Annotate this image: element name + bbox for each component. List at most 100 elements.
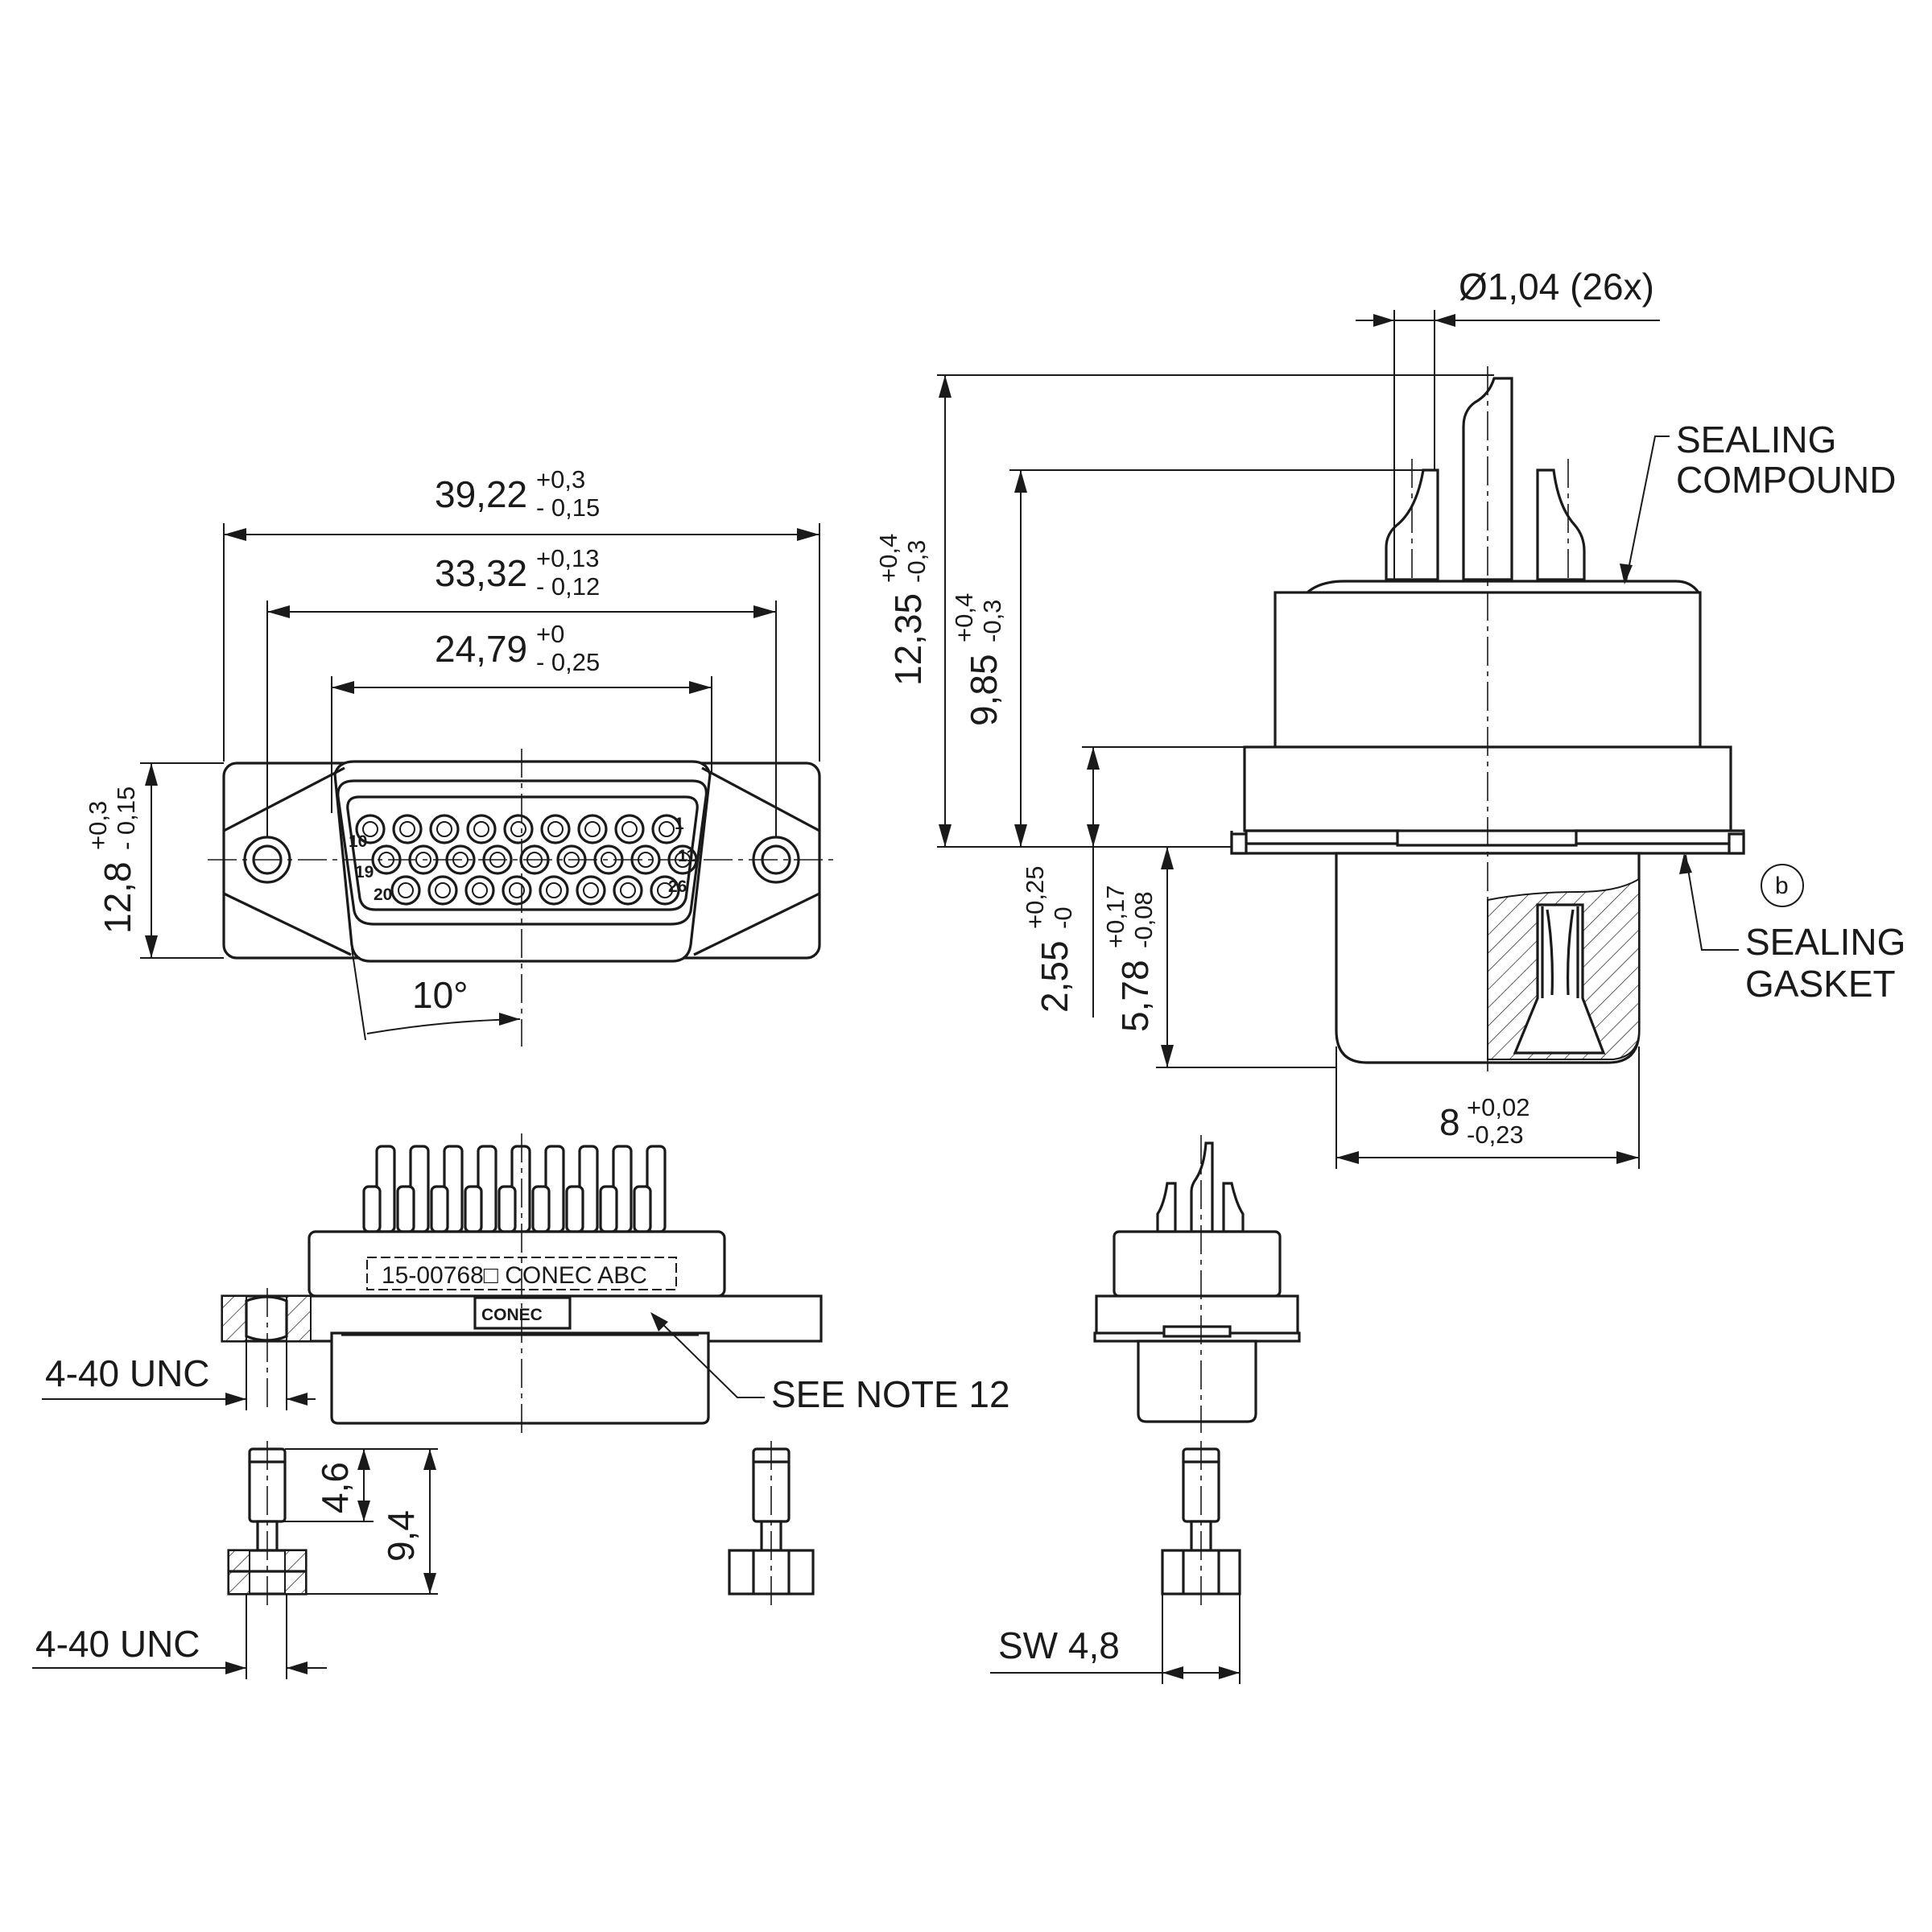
sealing-compound-label-2: COMPOUND: [1676, 459, 1896, 501]
pin-socket-inner: [621, 821, 638, 837]
dim-9-85-tol-plus: +0,4: [950, 593, 978, 642]
wrench-size-label: SW 4,8: [998, 1624, 1120, 1666]
dim-5-78-tol-plus: +0,17: [1101, 886, 1129, 948]
pin-socket: [613, 875, 643, 906]
pin-socket: [355, 814, 386, 844]
marking-text: 15-00768□ CONEC ABC: [382, 1262, 647, 1289]
pin-socket: [577, 814, 608, 844]
pin-socket-inner: [584, 821, 601, 837]
thread-label-bottom: 4-40 UNC: [35, 1623, 200, 1665]
standoff-wrench: SW 4,8: [990, 1441, 1241, 1684]
pin-socket-inner: [658, 821, 675, 837]
dim-2-55-value: 2,55: [1034, 940, 1075, 1013]
pin-socket-inner: [657, 882, 673, 898]
dim-39-tol-plus: +0,3: [536, 465, 585, 493]
dim-5-78-value: 5,78: [1114, 960, 1156, 1032]
dim-8-tol-plus: +0,02: [1467, 1093, 1530, 1121]
small-side-view: [1093, 1135, 1301, 1433]
sealing-gasket-label-2: GASKET: [1745, 963, 1896, 1005]
pin-socket-inner: [362, 821, 378, 837]
dim-12-35-tol-plus: +0,4: [874, 534, 902, 583]
pin-socket: [466, 814, 497, 844]
pin-socket: [539, 875, 569, 906]
dim-8-value: 8: [1439, 1101, 1460, 1143]
dim-33-tol-minus: - 0,12: [536, 572, 600, 601]
dim-39-tol-minus: - 0,15: [536, 493, 600, 522]
dim-39-value: 39,22: [435, 473, 527, 515]
see-note-label: SEE NOTE 12: [771, 1373, 1010, 1415]
pin-socket-inner: [399, 821, 415, 837]
pin-label-26: 26: [668, 877, 687, 896]
pin-socket: [390, 875, 421, 906]
bottom-side-view: 15-00768□ CONEC ABC CONEC 4-40 UNC SEE N…: [42, 1133, 1010, 1433]
pin-socket-inner: [547, 821, 564, 837]
pin-socket-inner: [398, 882, 414, 898]
dim-2-55-tol-minus: -0: [1049, 906, 1077, 929]
pin-socket: [392, 814, 423, 844]
sealing-compound-label-1: SEALING: [1676, 419, 1836, 460]
pin-diameter-label: Ø1,04 (26x): [1459, 266, 1654, 308]
pin-socket-inner: [546, 882, 562, 898]
pin-label-1: 1: [675, 815, 684, 833]
pin-label-20: 20: [374, 886, 392, 904]
pin-socket-inner: [473, 821, 489, 837]
dim-9-85-tol-minus: -0,3: [978, 600, 1006, 642]
dim-9-4-value: 9,4: [380, 1510, 422, 1562]
dim-12-35-tol-minus: -0,3: [902, 540, 931, 583]
pin-socket: [576, 875, 606, 906]
pin-socket: [651, 814, 682, 844]
pin-socket-inner: [436, 821, 452, 837]
pin-label-11: 11: [678, 847, 696, 865]
pin-socket: [427, 875, 458, 906]
pin-right: [1536, 469, 1586, 581]
callout-b-marker: [1761, 864, 1804, 907]
pin-socket-inner: [435, 882, 451, 898]
pin-short: [430, 1185, 449, 1233]
dim-24-value: 24,79: [435, 628, 527, 670]
pin-socket: [614, 814, 645, 844]
pin-short: [396, 1185, 415, 1233]
front-shell-inner: [336, 779, 708, 926]
pin-socket-inner: [472, 882, 488, 898]
standoff-sectioned: 4,6 9,4 4-40 UNC: [32, 1441, 438, 1679]
pin-label-10: 10: [349, 832, 367, 851]
logo-text: CONEC: [481, 1306, 543, 1324]
standoff-plain: [728, 1441, 815, 1610]
sealing-gasket-label-1: SEALING: [1745, 921, 1905, 963]
pin-short: [464, 1185, 483, 1233]
pin-short: [599, 1185, 618, 1233]
pin-socket-inner: [620, 882, 636, 898]
front-view: 1 10 11 19 20 26 39,22 +0,3 - 0,15 33,32…: [84, 465, 837, 1046]
side-section-view: Ø1,04 (26x) 12,35 +0,4 -0,3 9,85 +0,4 -0…: [874, 266, 1905, 1169]
pin-short: [497, 1185, 517, 1233]
pin-socket-inner: [510, 821, 526, 837]
bottom-pin-row: [362, 1145, 667, 1233]
dim-33-value: 33,32: [435, 552, 527, 594]
angle-label: 10°: [412, 974, 469, 1016]
dim-33-tol-plus: +0,13: [536, 544, 599, 572]
pin-short: [565, 1185, 584, 1233]
pin-short: [633, 1185, 652, 1233]
dim-9-85-value: 9,85: [963, 654, 1005, 726]
dim-12-35-value: 12,35: [887, 593, 929, 686]
thread-label-top: 4-40 UNC: [45, 1352, 210, 1394]
dim-24-tol-minus: - 0,25: [536, 648, 600, 676]
pin-socket: [429, 814, 460, 844]
dim-2-55-tol-plus: +0,25: [1021, 866, 1049, 929]
dim-5-78-tol-minus: -0,08: [1129, 891, 1158, 948]
logo-box: [473, 1296, 572, 1330]
pin-label-19: 19: [355, 863, 374, 881]
dim-4-6-value: 4,6: [314, 1462, 356, 1513]
pin-socket-inner: [509, 882, 525, 898]
pin-socket: [540, 814, 571, 844]
pin-socket: [502, 875, 532, 906]
pin-socket: [650, 875, 680, 906]
pin-socket: [464, 875, 495, 906]
pin-socket-inner: [583, 882, 599, 898]
dim-8-tol-minus: -0,23: [1467, 1121, 1524, 1149]
front-shell-outer: [333, 760, 712, 963]
pin-short: [531, 1185, 551, 1233]
dim-12-8-tol-minus: - 0,15: [112, 786, 140, 850]
pin-short: [362, 1185, 382, 1233]
